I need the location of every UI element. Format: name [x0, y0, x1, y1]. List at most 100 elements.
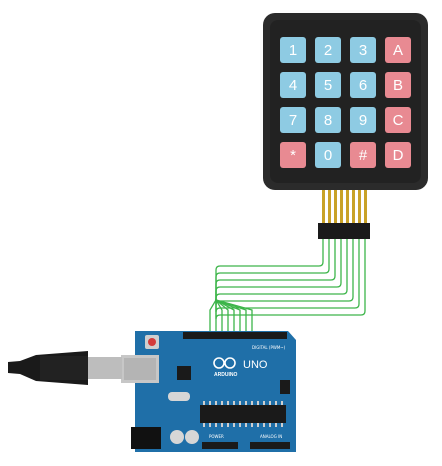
usb-plug [86, 357, 122, 379]
analog-label: ANALOG IN [260, 434, 282, 439]
chip-pin [245, 401, 247, 405]
key-label: * [290, 147, 296, 164]
key-label: 0 [324, 147, 332, 164]
keypad-keys: 1 2 3 A 4 5 6 B 7 8 9 C * 0 # D [280, 37, 411, 168]
keypad-key[interactable]: 8 [315, 107, 341, 133]
usb-chip [177, 366, 191, 380]
capacitor [170, 430, 184, 444]
keypad-key[interactable]: 4 [280, 72, 306, 98]
key-cap [350, 142, 376, 168]
arduino-board[interactable]: ARDUINO UNO DIGITAL (PWM~) POWER ANALOG … [121, 331, 296, 452]
chip-pin [239, 423, 241, 427]
chip-pin [251, 401, 253, 405]
keypad-connector [318, 223, 370, 239]
capacitor [185, 430, 199, 444]
chip-pin [227, 401, 229, 405]
key-cap [385, 37, 411, 63]
keypad-key[interactable]: 3 [350, 37, 376, 63]
chip-pin [251, 423, 253, 427]
chip-pin [269, 401, 271, 405]
keypad-key[interactable]: 2 [315, 37, 341, 63]
digital-header [183, 332, 287, 339]
key-cap [315, 72, 341, 98]
key-cap [350, 107, 376, 133]
keypad-key[interactable]: 0 [315, 142, 341, 168]
chip-pin [239, 401, 241, 405]
chip-pin [263, 423, 265, 427]
key-cap [280, 142, 306, 168]
key-label: B [393, 77, 403, 94]
chip-pin [281, 423, 283, 427]
chip-pin [233, 401, 235, 405]
key-cap [385, 142, 411, 168]
reset-button-cap [148, 338, 156, 346]
chip-pin [281, 401, 283, 405]
keypad-module[interactable]: 1 2 3 A 4 5 6 B 7 8 9 C * 0 # D [263, 13, 428, 239]
usb-cable [8, 351, 122, 385]
key-cap [385, 72, 411, 98]
keypad-key[interactable]: 7 [280, 107, 306, 133]
keypad-key[interactable]: B [385, 72, 411, 98]
chip-pin [275, 423, 277, 427]
chip-pin [269, 423, 271, 427]
keypad-key[interactable]: * [280, 142, 306, 168]
chip-pin [203, 423, 205, 427]
keypad-key[interactable]: D [385, 142, 411, 168]
wire [215, 239, 348, 334]
chip-pin [221, 401, 223, 405]
keypad-pin [334, 190, 337, 224]
keypad-key[interactable]: 1 [280, 37, 306, 63]
chip-pin [233, 423, 235, 427]
chip-pin [221, 423, 223, 427]
crystal [168, 392, 190, 401]
key-cap [280, 37, 306, 63]
power-label: POWER [209, 434, 224, 439]
chip-pin [245, 423, 247, 427]
power-header [202, 442, 238, 449]
icsp-header [280, 380, 290, 394]
chip-pin [209, 401, 211, 405]
keypad-key[interactable]: 5 [315, 72, 341, 98]
key-label: 9 [359, 112, 367, 129]
key-cap [315, 37, 341, 63]
key-label: 6 [359, 77, 367, 94]
key-label: D [393, 147, 404, 164]
chip-pin [257, 401, 259, 405]
model-label: UNO [243, 359, 268, 371]
key-cap [280, 107, 306, 133]
keypad-pin [322, 190, 325, 224]
keypad-key[interactable]: C [385, 107, 411, 133]
keypad-key[interactable]: 9 [350, 107, 376, 133]
keypad-pin [364, 190, 367, 224]
chip-pin [203, 401, 205, 405]
key-label: 2 [324, 42, 332, 59]
wire-bundle [209, 239, 366, 334]
key-label: # [359, 147, 368, 164]
key-label: 5 [324, 77, 332, 94]
key-cap [350, 37, 376, 63]
key-cap [385, 107, 411, 133]
chip-pin [275, 401, 277, 405]
wire [215, 239, 342, 334]
arduino-logo [213, 357, 236, 369]
chip-pins [203, 401, 283, 427]
chip-pin [215, 401, 217, 405]
wire [215, 239, 366, 334]
key-label: 8 [324, 112, 332, 129]
chip-pin [257, 423, 259, 427]
wire [215, 239, 330, 334]
usb-port-inner [124, 358, 156, 380]
keypad-face [270, 20, 421, 183]
key-label: 7 [289, 112, 297, 129]
key-cap [315, 107, 341, 133]
key-label: 3 [359, 42, 367, 59]
keypad-key[interactable]: # [350, 142, 376, 168]
keypad-key[interactable]: 6 [350, 72, 376, 98]
keypad-key[interactable]: A [385, 37, 411, 63]
key-cap [315, 142, 341, 168]
usb-strain-relief [40, 356, 88, 380]
chip-pin [215, 423, 217, 427]
chip-pin [227, 423, 229, 427]
keypad-pin [340, 190, 343, 224]
